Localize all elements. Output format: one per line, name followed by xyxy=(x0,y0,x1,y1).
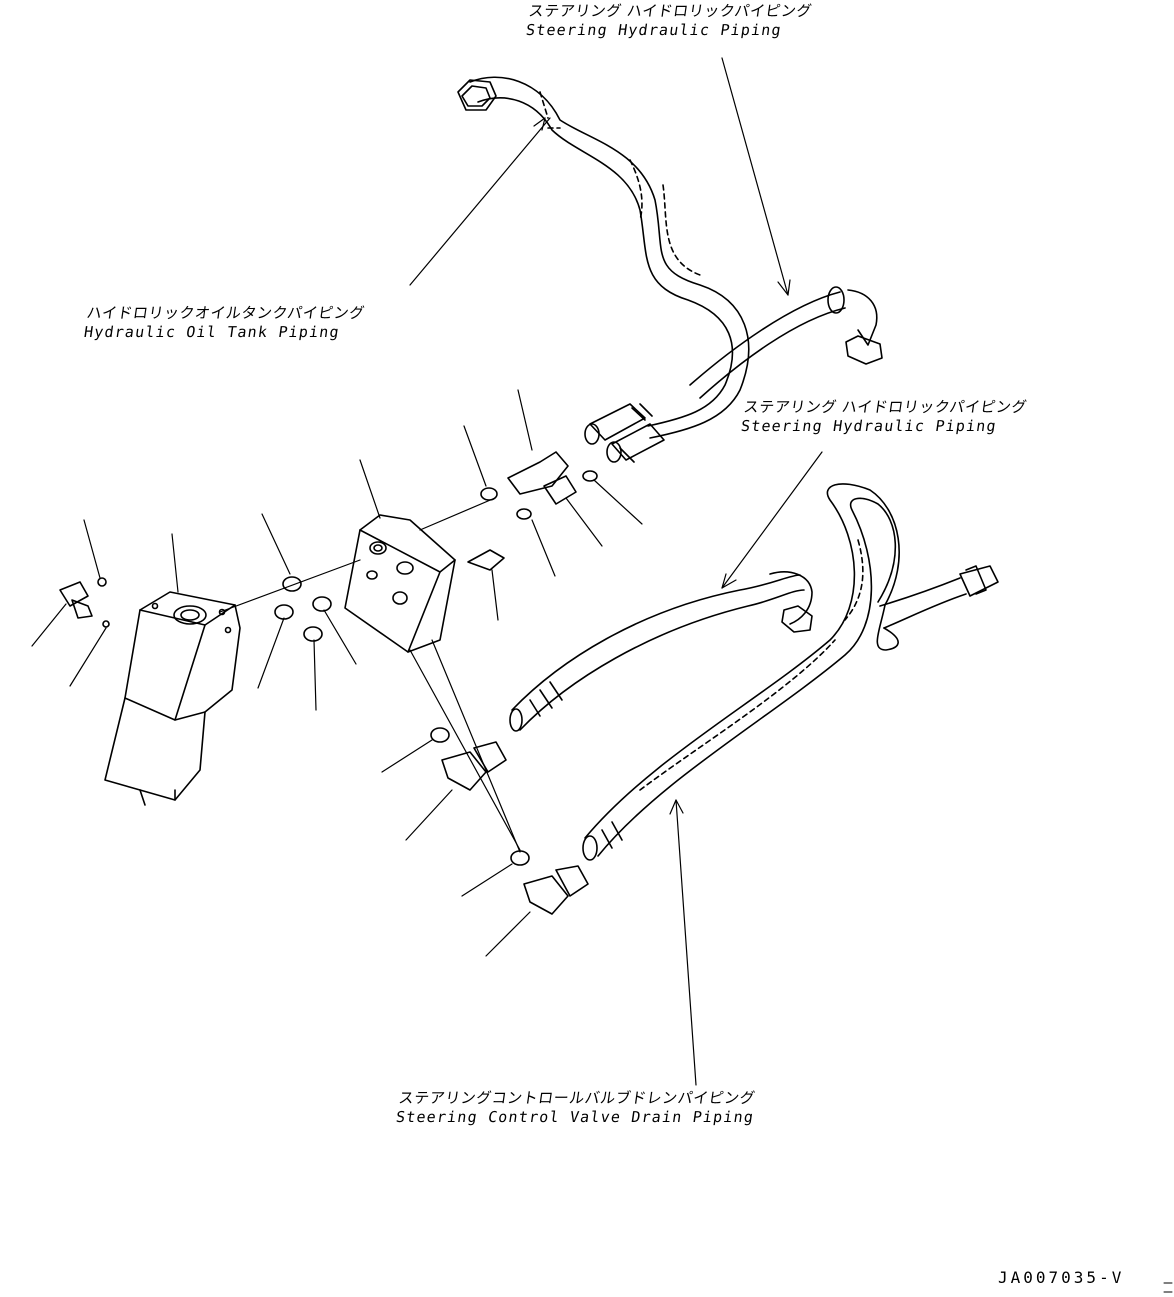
manifold-block xyxy=(344,514,456,653)
leader-lines xyxy=(31,57,823,1086)
drain-hose xyxy=(582,483,999,861)
middle-steering-hose xyxy=(509,571,813,732)
label-en: Steering Control Valve Drain Piping xyxy=(394,1108,756,1126)
label-en: Steering Hydraulic Piping xyxy=(524,21,784,39)
label-jp: ハイドロリックオイルタンクパイピング xyxy=(85,304,366,322)
label-jp: ステアリング ハイドロリックパイピング xyxy=(742,398,1029,416)
label-en: Hydraulic Oil Tank Piping xyxy=(82,323,342,341)
label-hydraulic-oil-tank-piping: ハイドロリックオイルタンクパイピング Hydraulic Oil Tank Pi… xyxy=(83,304,366,342)
drawing-id: JA007035-V xyxy=(998,1268,1125,1287)
steering-control-valve xyxy=(104,591,241,806)
label-jp: ステアリング ハイドロリックパイピング xyxy=(527,2,814,20)
label-steering-hydraulic-piping-top: ステアリング ハイドロリックパイピング Steering Hydraulic P… xyxy=(524,2,814,40)
assembly-lines xyxy=(219,497,521,853)
label-steering-control-valve-drain-piping: ステアリングコントロールバルブドレンパイピング Steering Control… xyxy=(395,1089,758,1127)
upper-steering-hose xyxy=(457,76,883,463)
label-steering-hydraulic-piping-mid: ステアリング ハイドロリックパイピング Steering Hydraulic P… xyxy=(739,398,1029,436)
label-en: Steering Hydraulic Piping xyxy=(739,417,999,435)
label-jp: ステアリングコントロールバルブドレンパイピング xyxy=(397,1089,757,1107)
